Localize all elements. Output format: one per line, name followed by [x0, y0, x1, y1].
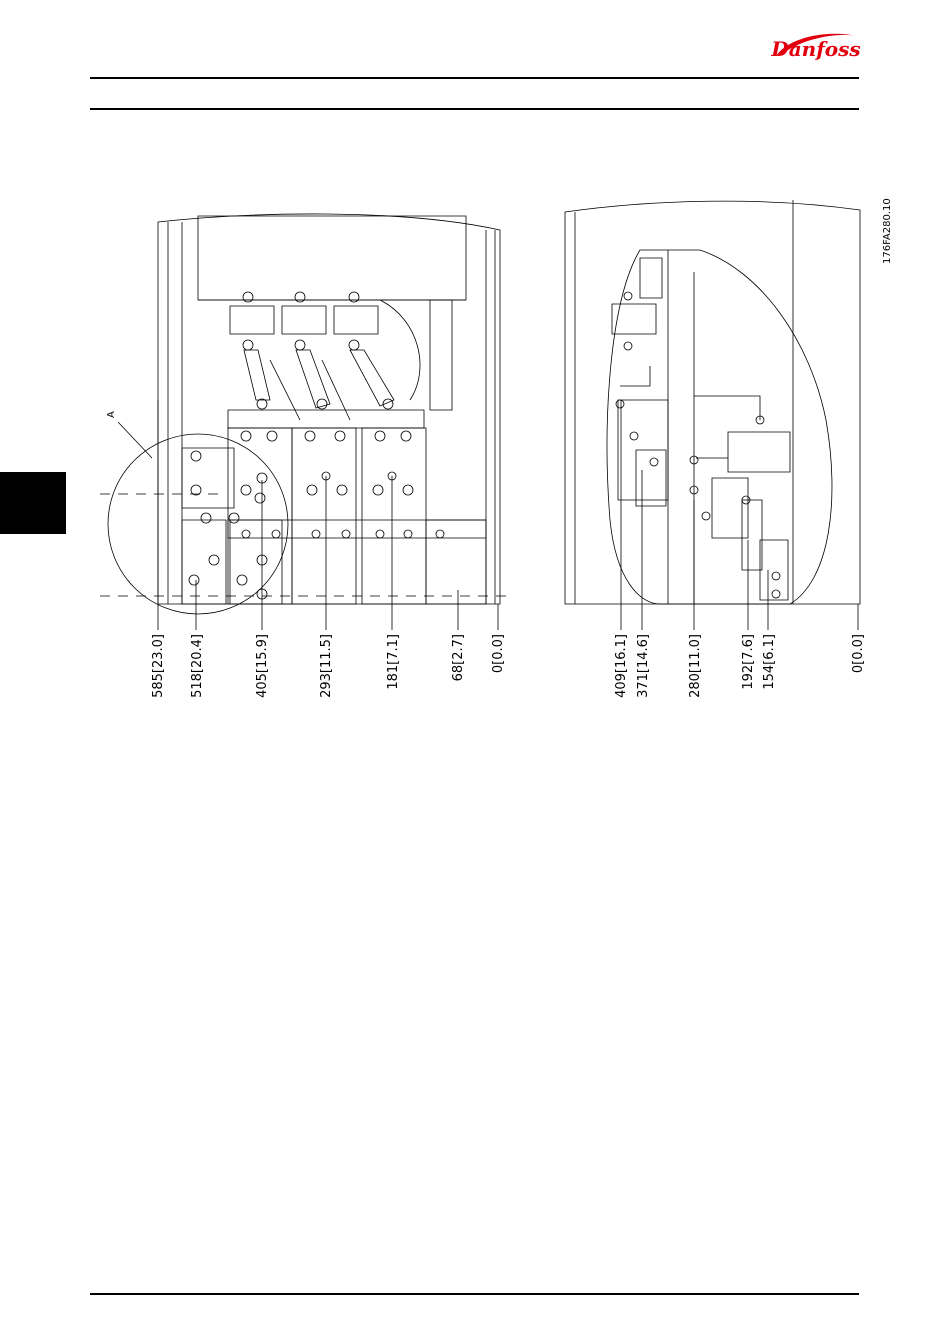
dim-label: 405[15.9]	[255, 634, 270, 698]
dim-label: 280[11.0]	[688, 634, 703, 698]
dim-label: 409[16.1]	[614, 634, 629, 698]
terminal-bolts	[241, 431, 444, 538]
dim-label: 371[14.6]	[636, 634, 651, 698]
dim-label: 154[6.1]	[762, 634, 777, 690]
footer-rule	[90, 1293, 859, 1295]
dim-label: 181[7.1]	[386, 634, 401, 690]
terminal-location-drawing: A 176FA280.10 585[23.0] 518[20.4] 405[15…	[0, 0, 950, 760]
right-view-dimension-labels: 409[16.1] 371[14.6] 280[11.0] 192[7.6] 1…	[614, 634, 866, 698]
dim-label: 68[2.7]	[451, 634, 466, 681]
dim-label: 518[20.4]	[190, 634, 205, 698]
detail-label-a: A	[106, 411, 117, 418]
drawing-reference-code: 176FA280.10	[882, 198, 893, 264]
dim-label: 0[0.0]	[851, 634, 866, 673]
left-view	[100, 214, 510, 630]
dim-label: 192[7.6]	[741, 634, 756, 690]
dim-label: 585[23.0]	[151, 634, 166, 698]
dim-label: 293[11.5]	[319, 634, 334, 698]
right-view	[565, 200, 860, 630]
dim-label: 0[0.0]	[491, 634, 506, 673]
left-view-dimension-labels: 585[23.0] 518[20.4] 405[15.9] 293[11.5] …	[151, 634, 506, 698]
